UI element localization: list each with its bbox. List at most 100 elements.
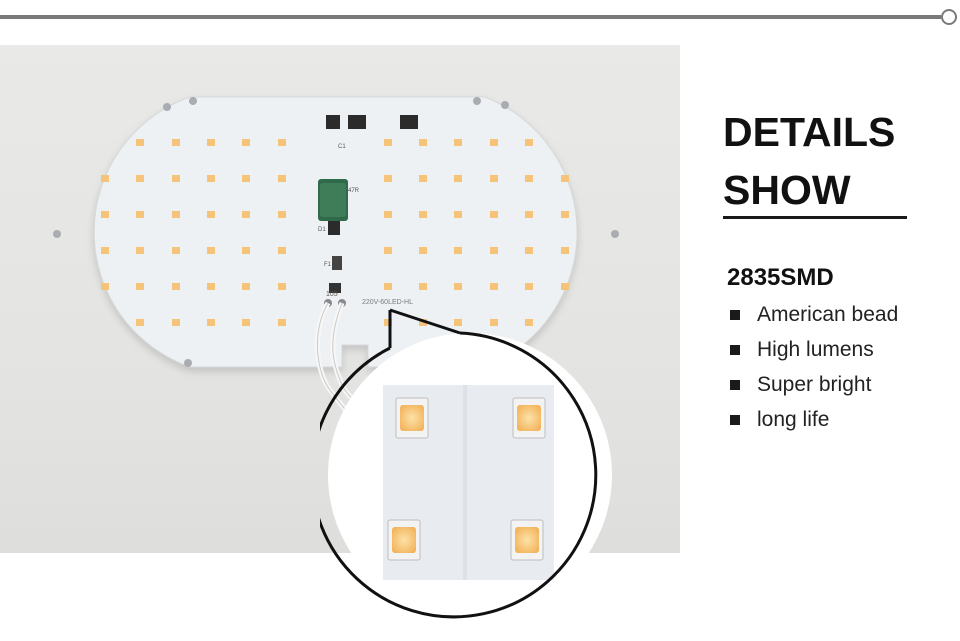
led-chip (561, 247, 569, 254)
led-chip (278, 175, 286, 182)
led-chip (278, 319, 286, 326)
led-chip (490, 283, 498, 290)
led-chip (172, 319, 180, 326)
led-chip (490, 319, 498, 326)
mounting-hole (473, 97, 481, 105)
zoomed-led-chip (510, 519, 544, 561)
mounting-hole (611, 230, 619, 238)
led-chip (172, 139, 180, 146)
title-line-2: SHOW (723, 167, 851, 213)
square-bullet-icon (730, 415, 740, 425)
feature-list: American bead High lumens Super bright l… (729, 300, 898, 440)
led-chip (384, 175, 392, 182)
led-chip (525, 247, 533, 254)
zoomed-leds (387, 397, 546, 561)
led-chip (525, 139, 533, 146)
led-chip (454, 211, 462, 218)
led-chip (172, 283, 180, 290)
led-chip (561, 211, 569, 218)
list-item: American bead (729, 300, 898, 335)
led-chip (490, 247, 498, 254)
led-chip (384, 139, 392, 146)
led-chip (172, 175, 180, 182)
led-chip (525, 319, 533, 326)
mounting-hole (163, 103, 171, 111)
led-chip (207, 247, 215, 254)
led-chip (561, 175, 569, 182)
led-chip (136, 319, 144, 326)
list-item: Super bright (729, 370, 898, 405)
led-chip (101, 175, 109, 182)
driver-components (318, 115, 418, 307)
led-chip (419, 247, 427, 254)
led-chip (207, 283, 215, 290)
feature-label: High lumens (757, 338, 874, 361)
led-chip (136, 283, 144, 290)
feature-label: American bead (757, 303, 899, 326)
led-chip (384, 319, 392, 326)
led-chip (242, 319, 250, 326)
led-chip (419, 175, 427, 182)
led-chip (454, 319, 462, 326)
led-chip (242, 211, 250, 218)
led-chip (454, 247, 462, 254)
chip-ic-2 (400, 115, 418, 129)
led-chip (207, 211, 215, 218)
led-chip (454, 283, 462, 290)
led-chip (207, 175, 215, 182)
silkscreen-c1: C1 (338, 144, 346, 150)
led-chip (172, 211, 180, 218)
led-chip (207, 319, 215, 326)
spec-model: 2835SMD (727, 264, 834, 291)
led-chip (278, 211, 286, 218)
led-chip (490, 139, 498, 146)
circle-end-icon (941, 9, 957, 25)
led-chip (207, 139, 215, 146)
led-chip (454, 175, 462, 182)
led-chip (101, 211, 109, 218)
mounting-hole (184, 359, 192, 367)
led-chip (242, 139, 250, 146)
mounting-hole (501, 101, 509, 109)
led-chip (419, 319, 427, 326)
page-title: DETAILS SHOW (723, 103, 943, 219)
led-chip (454, 139, 462, 146)
title-underline (723, 216, 907, 219)
mounting-hole (189, 97, 197, 105)
silkscreen-d: D1 (318, 227, 326, 233)
list-item: long life (729, 405, 898, 440)
chip-ic-1 (348, 115, 366, 129)
led-chip (278, 139, 286, 146)
zoom-ring (320, 331, 598, 619)
zoom-callout (320, 308, 612, 619)
led-chip (525, 211, 533, 218)
led-chip (136, 175, 144, 182)
top-divider-line (0, 15, 941, 19)
led-chip (136, 211, 144, 218)
square-bullet-icon (730, 345, 740, 355)
led-chip (242, 247, 250, 254)
square-bullet-icon (730, 310, 740, 320)
mounting-hole (53, 230, 61, 238)
led-chip (136, 247, 144, 254)
led-chip (384, 211, 392, 218)
led-chip (101, 247, 109, 254)
led-chip (278, 247, 286, 254)
led-chip (419, 283, 427, 290)
led-chip (172, 247, 180, 254)
feature-label: long life (757, 408, 830, 431)
led-chip (419, 211, 427, 218)
led-chip (561, 283, 569, 290)
led-chip (384, 283, 392, 290)
led-grid (101, 139, 569, 326)
led-chip (242, 175, 250, 182)
led-chip (278, 283, 286, 290)
feature-label: Super bright (757, 373, 872, 396)
square-bullet-icon (730, 380, 740, 390)
zoomed-led-chip (512, 397, 546, 439)
zoomed-led-chip (387, 519, 421, 561)
silkscreen-main: 220V-60LED-HL (362, 299, 413, 306)
silkscreen-r: 47R (348, 188, 360, 194)
zoomed-led-chip (395, 397, 429, 439)
led-chip (101, 283, 109, 290)
